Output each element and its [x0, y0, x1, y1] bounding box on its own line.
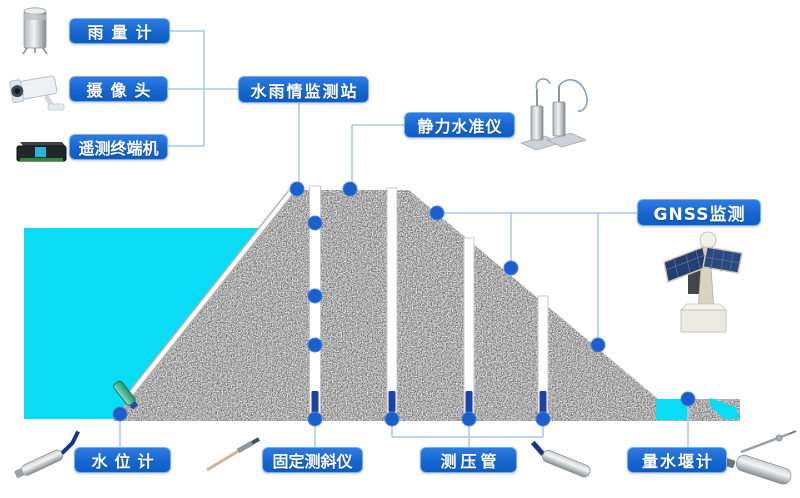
monitoring-dot-piezo-3 [535, 411, 551, 427]
tube-sensor-navy-3 [465, 391, 473, 414]
rain-gauge-image [22, 7, 48, 55]
fixed-inclinometer-label: 固定测斜仪 [262, 447, 363, 473]
static-level-gauge-label: 静力水准仪 [404, 112, 515, 138]
piezometer-tube-label: 测压管 [420, 447, 517, 473]
inclinometer-image [206, 437, 260, 472]
camera-label: 摄像头 [69, 76, 168, 102]
upstream-slope-casing-inner [128, 190, 293, 397]
tube-sensor-navy-2 [388, 391, 396, 412]
toe-drain-channel [656, 399, 687, 420]
static-level-gauge-image [519, 78, 588, 151]
monitoring-dot-gnss-2 [503, 260, 519, 276]
monitoring-dot-incl-bottom [307, 411, 323, 427]
connector-lines [119, 30, 689, 447]
monitoring-dot-weir [680, 391, 696, 407]
gnss-monitoring-label: GNSS监测 [637, 199, 761, 226]
monitoring-dot-incl-3 [307, 337, 323, 353]
tube-sensor-navy-1 [311, 391, 319, 414]
monitoring-dot-piezo-2 [461, 411, 477, 427]
monitoring-dot-crest-left [289, 181, 305, 197]
slope-water-level-sensor [113, 380, 138, 409]
water-rain-station-label: 水雨情监测站 [238, 76, 369, 103]
piezometer-tube-1 [386, 187, 398, 422]
monitoring-dot-piezo-1 [384, 411, 400, 427]
weir-overflow-water [710, 398, 740, 419]
monitoring-dot-crest-right [342, 181, 358, 197]
tube-sensor-navy-4 [539, 391, 547, 414]
telemetry-terminal-label: 遥测终端机 [69, 134, 168, 160]
telemetry-terminal-image [16, 142, 67, 162]
monitoring-dot-incl-1 [307, 215, 323, 231]
camera-image [9, 75, 65, 111]
water-level-gauge-label: 水位计 [74, 447, 171, 473]
monitoring-dot-gnss-3 [590, 337, 606, 353]
rain-gauge-label: 雨量计 [69, 18, 170, 44]
piezometer-sensor-image [530, 440, 591, 478]
gnss-station-image [663, 231, 743, 333]
weir-gauge-label: 量水堰计 [627, 447, 727, 473]
monitoring-dot-incl-2 [307, 288, 323, 304]
monitoring-points [112, 181, 696, 427]
monitoring-dot-water-level [112, 406, 128, 422]
water-level-sensor-image [14, 430, 80, 478]
monitoring-dot-gnss-1 [429, 205, 445, 221]
